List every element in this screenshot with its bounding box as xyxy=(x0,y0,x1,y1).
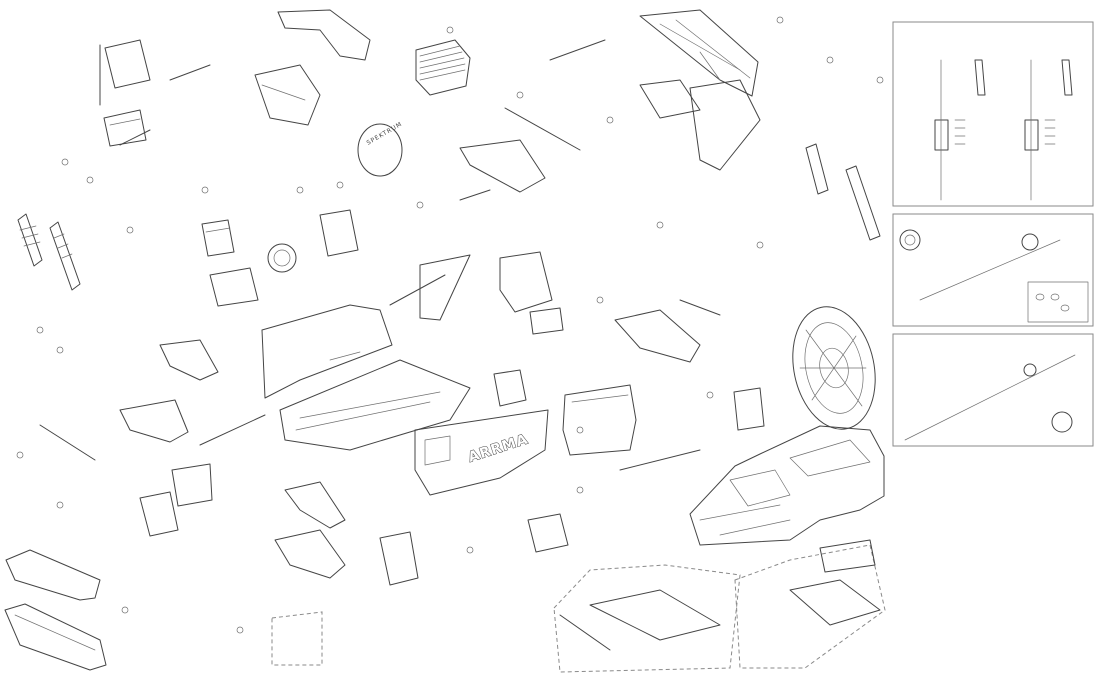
suspension-arms xyxy=(119,79,761,579)
truck-body-shell xyxy=(689,425,885,546)
radio-box xyxy=(103,39,151,147)
diff-detail-panel-top xyxy=(892,213,1094,327)
callout-box-left xyxy=(553,564,741,673)
electronics-plate xyxy=(209,267,881,641)
diff-detail-panel-bottom xyxy=(892,333,1094,447)
side-guard: ARRMA xyxy=(414,409,549,496)
battery-tray xyxy=(562,384,637,456)
servo xyxy=(201,219,235,257)
small-hardware xyxy=(16,16,884,634)
rods-and-links xyxy=(39,39,721,651)
inset-box xyxy=(1027,281,1089,323)
shock-detail-panel xyxy=(892,21,1094,207)
roll-cage xyxy=(254,9,371,126)
tire-assembly xyxy=(792,306,876,430)
side-guard-brand: ARRMA xyxy=(466,431,530,465)
motor-heatsink: SPEKTRUM xyxy=(357,39,471,177)
callout-box-right xyxy=(734,544,886,669)
main-chassis xyxy=(261,304,471,451)
rear-wing xyxy=(639,9,759,97)
diff-detail-parts xyxy=(899,229,1076,441)
esc-box xyxy=(493,369,765,431)
front-bumper xyxy=(4,549,107,671)
shock-detail-parts xyxy=(934,59,1073,201)
callout-box-small xyxy=(271,611,323,666)
gearboxes xyxy=(139,209,569,586)
shock-absorbers xyxy=(17,143,881,291)
